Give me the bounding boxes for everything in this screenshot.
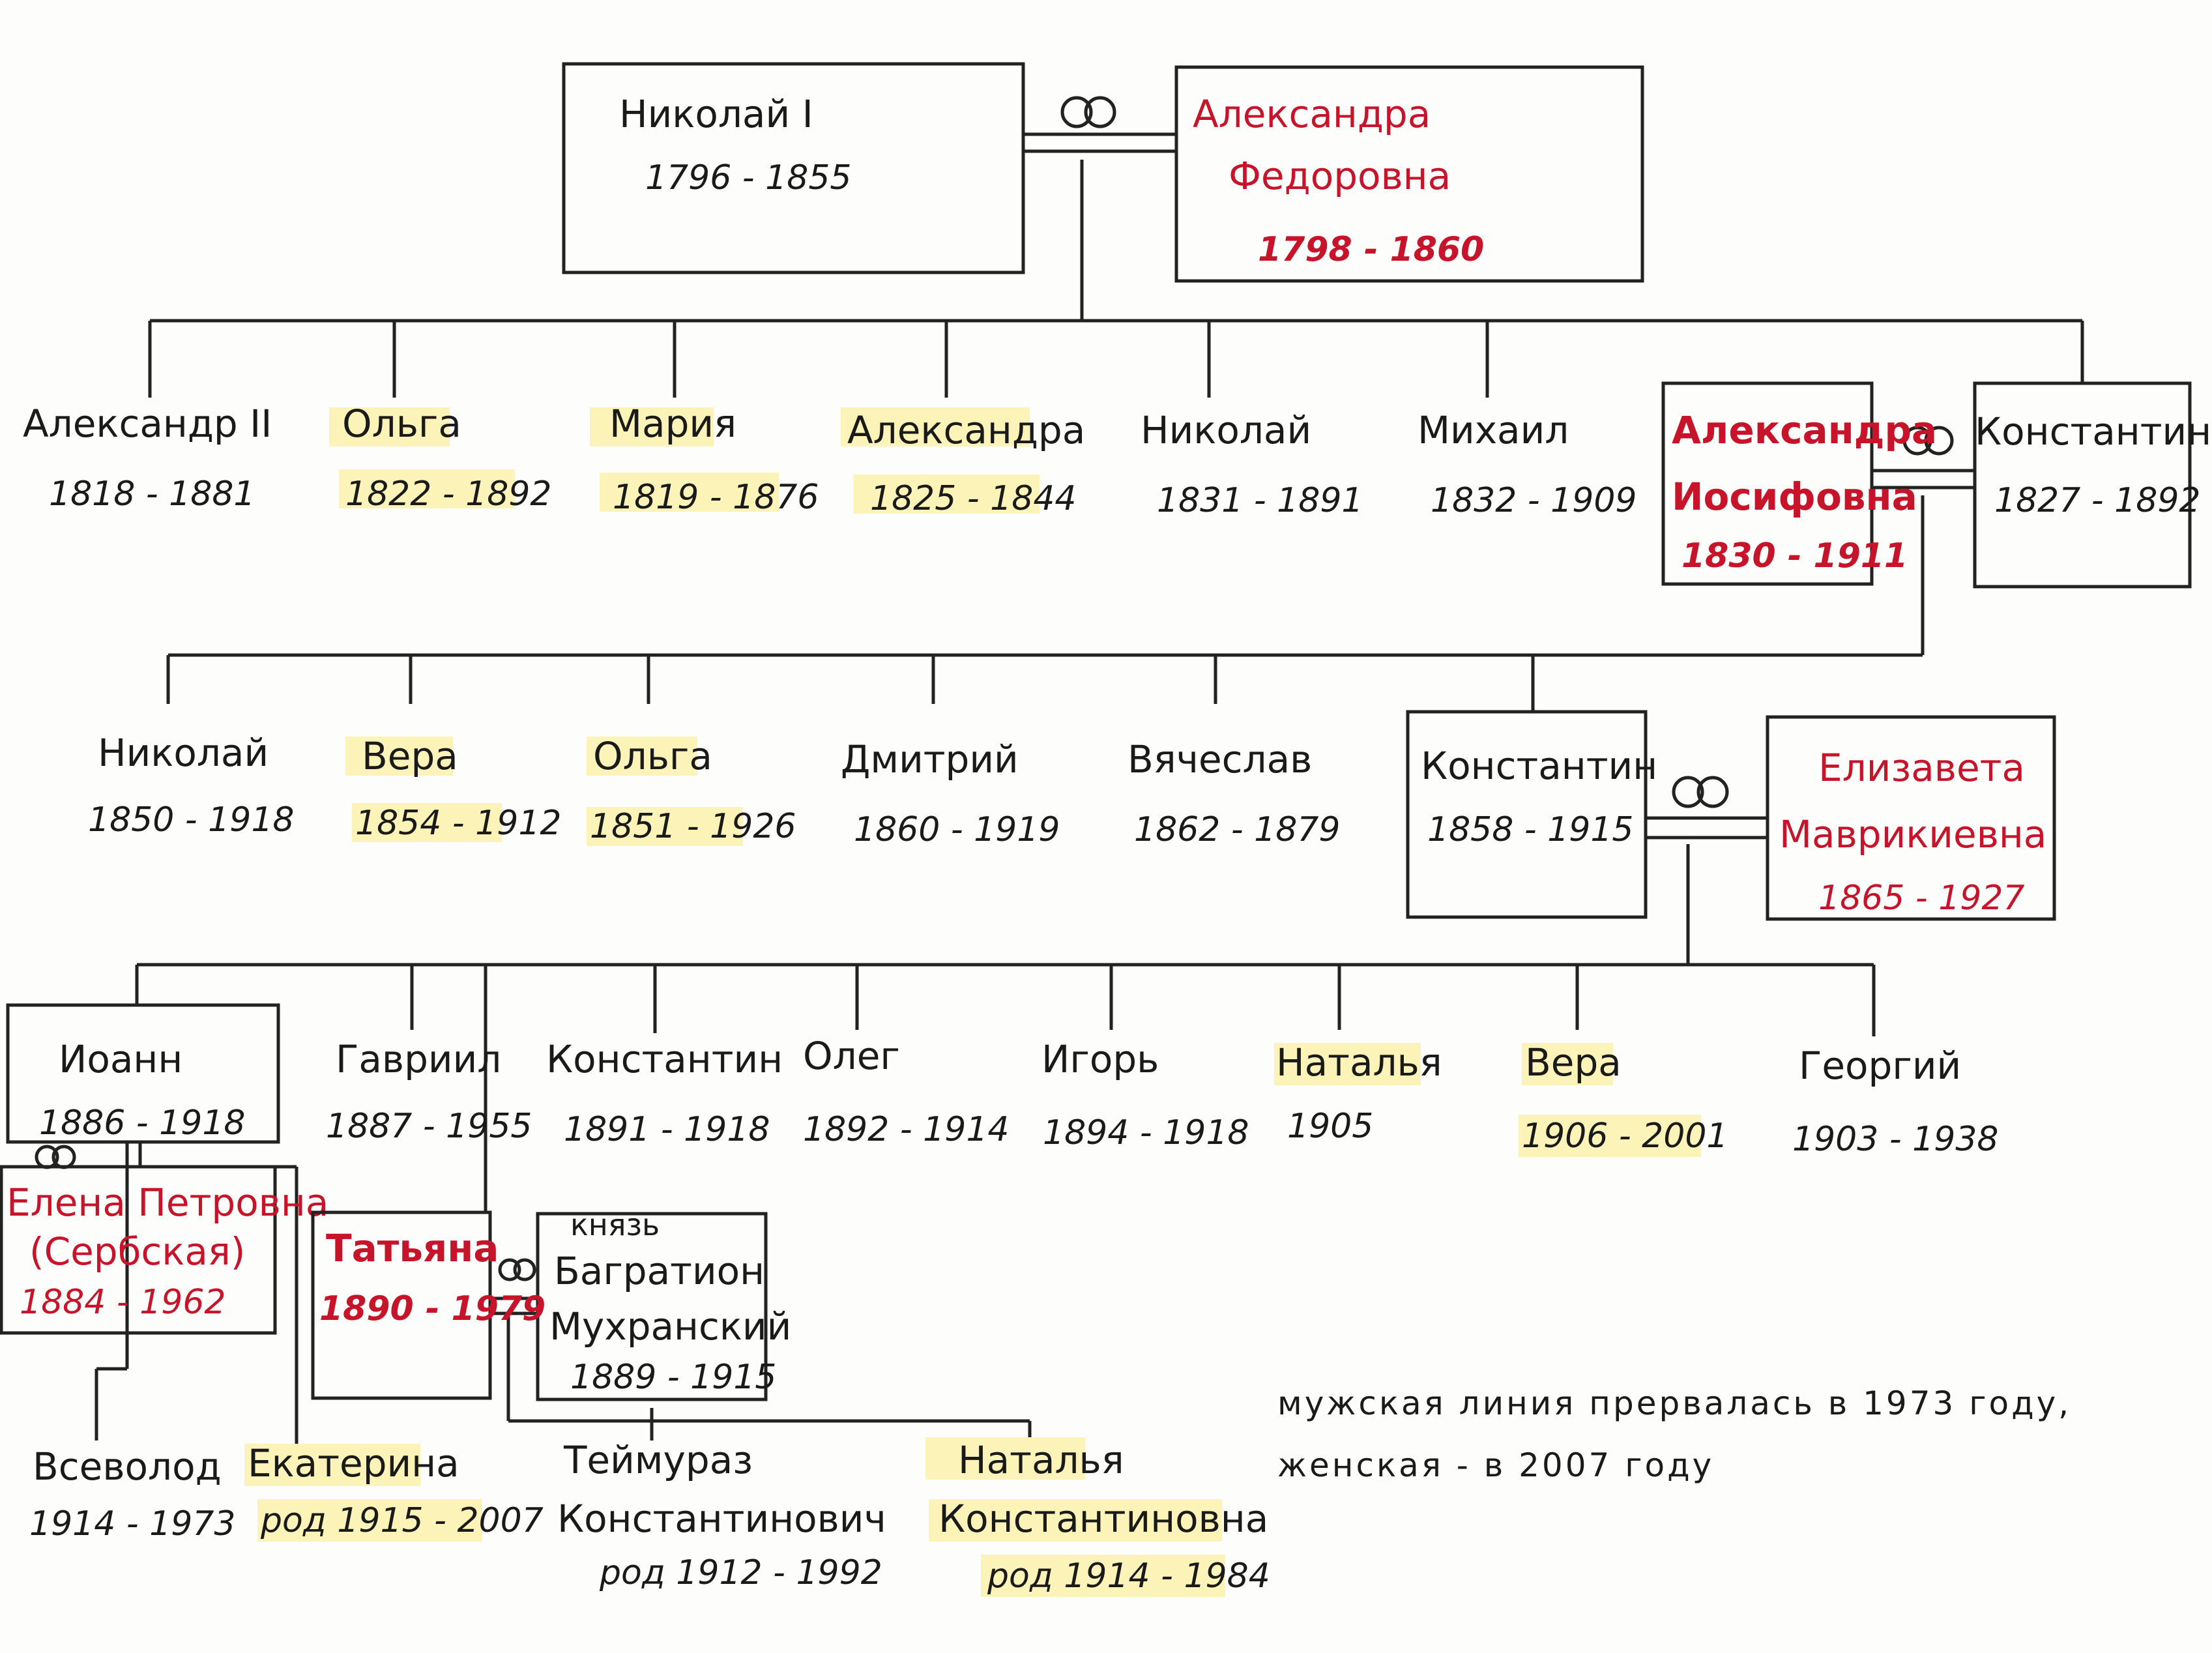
elena-years: 1884 - 1962 <box>20 1283 226 1322</box>
gen4-2-name2: Константинович <box>557 1497 886 1541</box>
aleksandra-name2: Федоровна <box>1229 154 1451 198</box>
konstantin-1827-name: Константин <box>1975 409 2211 454</box>
box-nikolai-i <box>562 62 1025 274</box>
box-aleksandra-fedorovna <box>1174 65 1644 283</box>
nikolai-i-name: Николай I <box>619 92 813 136</box>
ioann-years: 1886 - 1918 <box>39 1104 246 1143</box>
gen1-0-years: 1818 - 1881 <box>49 475 255 514</box>
gen1-2-name: Мария <box>609 402 736 446</box>
gen1-3-name: Александра <box>847 408 1085 452</box>
konstantin-1827-years: 1827 - 1892 <box>1994 481 2201 520</box>
gen1-1-years: 1822 - 1892 <box>345 475 552 514</box>
gen4-3-name: Наталья <box>958 1438 1124 1482</box>
gen2-1-years: 1854 - 1912 <box>355 804 562 843</box>
aleksandra-years: 1798 - 1860 <box>1258 230 1484 269</box>
aleksandra-iosifovna-name2: Иосифовна <box>1672 475 1917 519</box>
gen3-0-years: 1887 - 1955 <box>326 1107 532 1146</box>
gen3-1-years: 1891 - 1918 <box>564 1110 770 1149</box>
box-konstantin-1827 <box>1973 381 2192 589</box>
marriage-rings-icon <box>1672 776 1729 808</box>
bagration-years: 1889 - 1915 <box>570 1358 777 1397</box>
box-aleksandra-iosifovna <box>1661 381 1874 586</box>
aleksandra-iosifovna-years: 1830 - 1911 <box>1681 536 1908 576</box>
box-elena-petrovna <box>0 1165 277 1335</box>
gen4-3-name2: Константиновна <box>939 1497 1268 1541</box>
aleksandra-iosifovna-name1: Александра <box>1672 408 1937 452</box>
gen2-3-years: 1860 - 1919 <box>854 810 1060 849</box>
box-tatiana <box>311 1210 492 1400</box>
tatiana-name: Татьяна <box>326 1226 499 1270</box>
marriage-rings-icon <box>1902 426 1954 456</box>
gen1-1-name: Ольга <box>342 402 461 446</box>
elizaveta-name2: Маврикиевна <box>1779 812 2046 856</box>
gen3-6-years: 1903 - 1938 <box>1792 1120 1999 1159</box>
gen4-1-years: род 1915 - 2007 <box>260 1501 544 1540</box>
marriage-rings-icon <box>498 1258 536 1281</box>
bagration-title: князь <box>570 1207 660 1242</box>
gen1-5-name: Михаил <box>1418 408 1569 452</box>
gen2-1-name: Вера <box>362 734 458 778</box>
marriage-rings-icon <box>1060 96 1116 128</box>
gen2-0-name: Николай <box>98 731 269 775</box>
gen1-4-years: 1831 - 1891 <box>1157 481 1363 520</box>
gen3-1-name: Константин <box>546 1037 783 1081</box>
elizaveta-years: 1865 - 1927 <box>1818 879 2025 918</box>
gen2-3-name: Дмитрий <box>841 737 1019 782</box>
note-line2: женская - в 2007 году <box>1277 1446 1714 1484</box>
gen2-2-years: 1851 - 1926 <box>590 807 796 846</box>
box-ioann <box>6 1003 280 1144</box>
elizaveta-name1: Елизавета <box>1818 746 2025 790</box>
gen3-4-name: Наталья <box>1276 1040 1442 1085</box>
gen2-4-years: 1862 - 1879 <box>1134 810 1341 849</box>
gen4-2-years: род 1912 - 1992 <box>599 1553 882 1592</box>
tatiana-years: 1890 - 1979 <box>319 1289 546 1328</box>
gen4-2-name: Теймураз <box>563 1438 753 1482</box>
gen1-2-years: 1819 - 1876 <box>613 478 819 517</box>
gen2-0-years: 1850 - 1918 <box>88 800 295 840</box>
konstantin-1858-name: Константин <box>1421 744 1657 788</box>
gen3-5-years: 1906 - 2001 <box>1522 1117 1728 1156</box>
marriage-rings-icon <box>35 1145 76 1169</box>
aleksandra-name1: Александра <box>1193 92 1431 136</box>
nikolai-i-years: 1796 - 1855 <box>645 158 852 197</box>
gen1-3-years: 1825 - 1844 <box>870 479 1077 518</box>
gen4-3-years: род 1914 - 1984 <box>987 1557 1270 1596</box>
box-konstantin-1858 <box>1406 710 1648 919</box>
gen3-2-years: 1892 - 1914 <box>803 1110 1010 1149</box>
gen4-1-name: Екатерина <box>248 1441 459 1485</box>
ioann-name: Иоанн <box>59 1037 182 1081</box>
gen1-4-name: Николай <box>1141 408 1311 452</box>
gen2-4-name: Вячеслав <box>1128 737 1312 782</box>
gen1-5-years: 1832 - 1909 <box>1431 481 1637 520</box>
gen3-0-name: Гавриил <box>336 1037 501 1081</box>
bagration-name2: Мухранский <box>549 1304 791 1349</box>
elena-name1: Елена Петровна <box>7 1180 328 1225</box>
gen3-4-years: 1905 <box>1287 1107 1373 1146</box>
elena-name2: (Сербская) <box>29 1229 245 1274</box>
note-line1: мужская линия прервалась в 1973 году, <box>1277 1384 2071 1422</box>
gen3-6-name: Георгий <box>1799 1044 1961 1088</box>
gen3-3-name: Игорь <box>1041 1037 1159 1081</box>
box-bagration-mukhransky <box>536 1212 768 1401</box>
bagration-name1: Багратион <box>554 1249 764 1293</box>
gen4-0-years: 1914 - 1973 <box>29 1504 236 1543</box>
gen3-2-name: Олег <box>803 1034 900 1078</box>
gen3-3-years: 1894 - 1918 <box>1043 1113 1249 1152</box>
gen2-2-name: Ольга <box>593 734 712 778</box>
gen4-0-name: Всеволод <box>33 1444 222 1489</box>
gen3-5-name: Вера <box>1525 1040 1622 1085</box>
konstantin-1858-years: 1858 - 1915 <box>1427 810 1634 849</box>
gen1-0-name: Александр II <box>23 402 272 446</box>
